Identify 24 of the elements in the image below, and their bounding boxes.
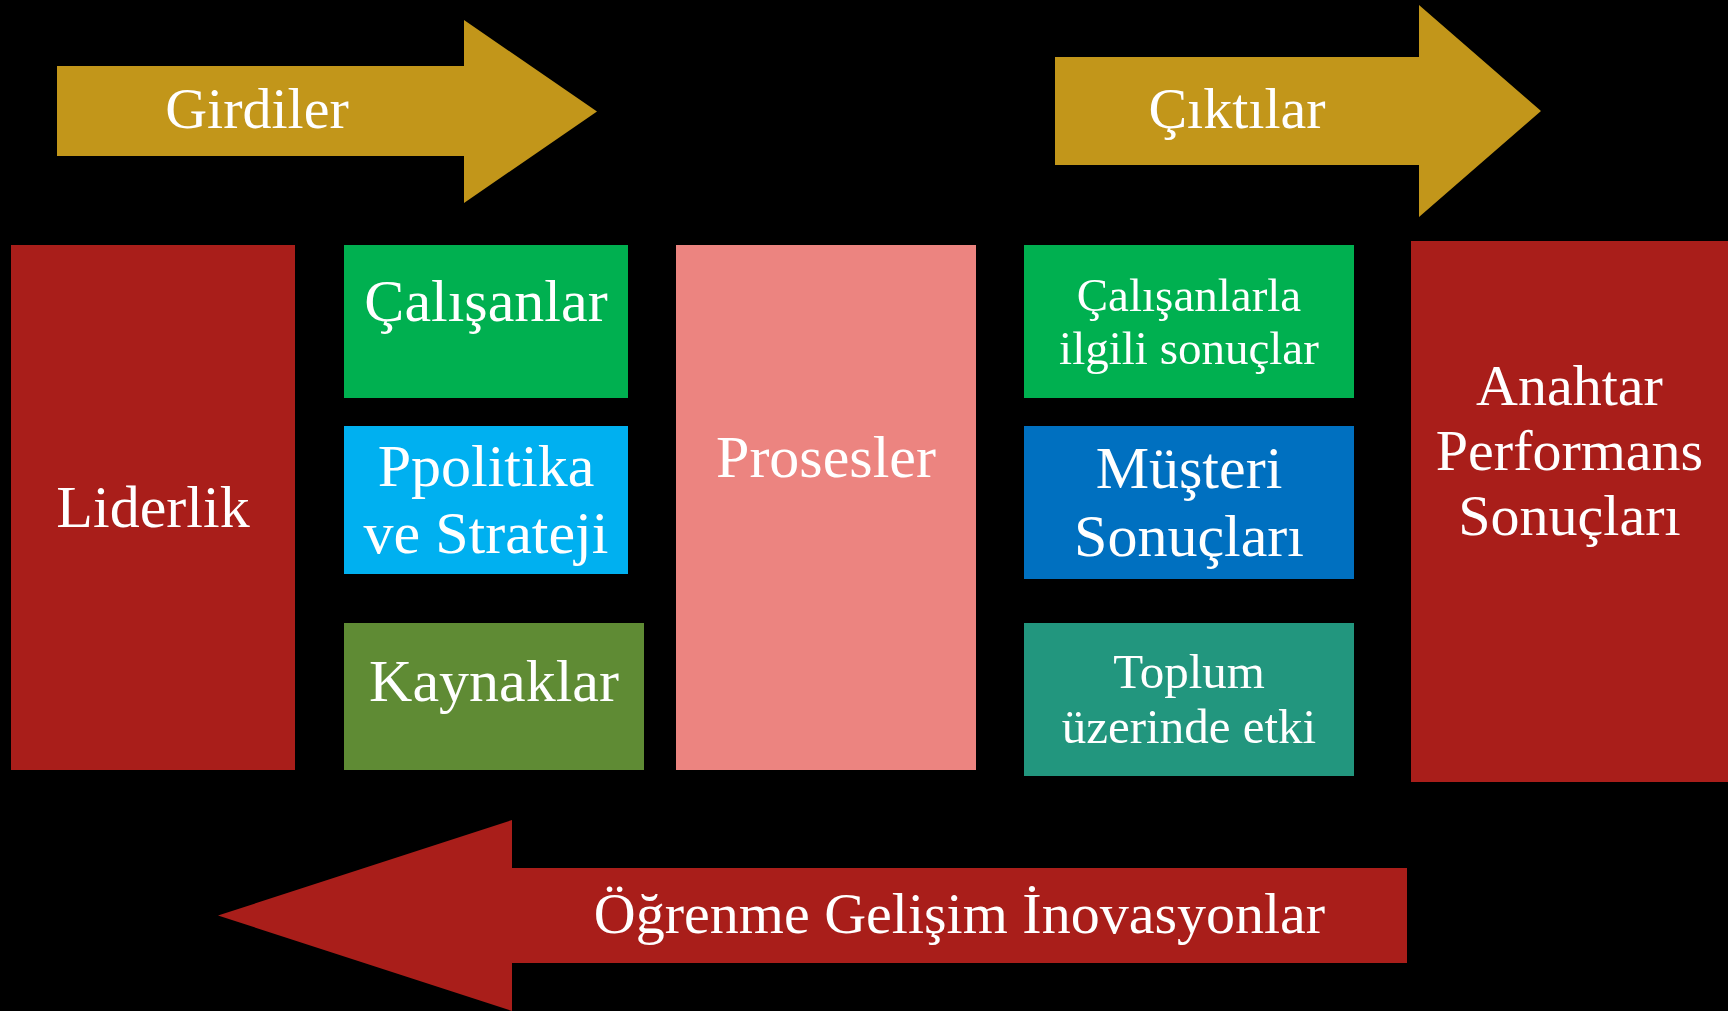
- colored-box: [1024, 426, 1354, 579]
- right-arrow-banner: [1055, 5, 1541, 217]
- arrow-label: Öğrenme Gelişim İnovasyonlar: [592, 881, 1327, 947]
- box-label: Anahtar Performans Sonuçları: [1434, 354, 1705, 549]
- colored-box: [1024, 245, 1354, 398]
- box-label: Toplum üzerinde etki: [1060, 644, 1318, 755]
- arrow-label: Çıktılar: [1147, 77, 1327, 143]
- box-label: Müşteri Sonuçları: [1073, 435, 1305, 570]
- colored-box: [1024, 623, 1354, 776]
- left-arrow-banner: [218, 820, 1407, 1011]
- box-label: Prosesler: [716, 423, 936, 492]
- arrow-label: Girdiler: [164, 77, 350, 143]
- colored-box: [344, 426, 628, 574]
- colored-box: [11, 245, 295, 770]
- colored-box: [676, 245, 976, 770]
- colored-box: [1411, 241, 1728, 782]
- right-arrow-banner: [57, 20, 597, 203]
- colored-box: [344, 623, 644, 770]
- colored-box: [344, 245, 628, 398]
- box-label: Çalışanlar: [364, 267, 608, 336]
- box-label: Liderlik: [56, 473, 250, 542]
- box-label: Ppolitika ve Strateji: [362, 432, 610, 568]
- box-label: Çalışanlarla ilgili sonuçlar: [1058, 268, 1320, 375]
- box-label: Kaynaklar: [369, 647, 619, 716]
